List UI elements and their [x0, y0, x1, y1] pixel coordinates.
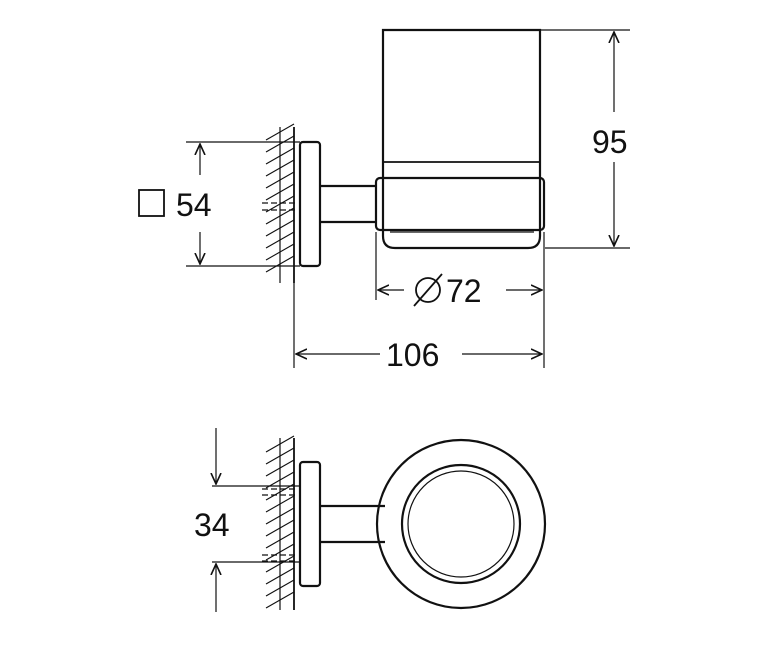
holder-arm-side: [320, 184, 376, 224]
glass-tumbler-side: [381, 28, 542, 250]
diameter-label: 72: [446, 273, 482, 309]
offset-label: 34: [194, 507, 230, 543]
hatch-stroke: [265, 531, 295, 549]
diameter-dimension: 72: [375, 232, 545, 309]
hatch-stroke: [265, 471, 295, 489]
plate-size-dimension: 54: [138, 141, 300, 267]
hatch-stroke: [265, 591, 295, 609]
hatch-stroke: [265, 579, 295, 597]
hatch-stroke: [265, 543, 295, 561]
hatch-stroke: [265, 231, 295, 249]
hatch-stroke: [265, 459, 295, 477]
hatch-stroke: [265, 147, 295, 165]
height-label: 95: [592, 124, 628, 160]
ring-holder-plan: [375, 438, 547, 610]
mounting-plate-side: [298, 140, 322, 268]
wall-hatching-bottom: [265, 435, 295, 610]
hatch-stroke: [265, 435, 295, 453]
hatch-stroke: [265, 123, 295, 141]
hatch-stroke: [265, 483, 295, 501]
hatch-stroke: [265, 567, 295, 585]
hatch-stroke: [265, 555, 295, 573]
plan-view: 34: [194, 428, 547, 612]
hatch-stroke: [265, 447, 295, 465]
hatch-stroke: [265, 135, 295, 153]
hatch-stroke: [265, 507, 295, 525]
depth-dimension: 106: [293, 283, 545, 373]
hatch-stroke: [265, 183, 295, 201]
diameter-icon: [413, 273, 443, 307]
depth-label: 106: [386, 337, 439, 373]
hatch-stroke: [265, 207, 295, 225]
holder-arm-plan: [320, 504, 385, 544]
height-dimension: 95: [541, 29, 630, 249]
hatch-stroke: [265, 255, 295, 273]
square-icon: [138, 189, 165, 217]
hatch-stroke: [265, 195, 295, 213]
wall-hatching-top: [265, 123, 295, 283]
hatch-stroke: [265, 171, 295, 189]
hatch-stroke: [265, 159, 295, 177]
hatch-stroke: [265, 219, 295, 237]
mounting-plate-plan: [298, 460, 322, 588]
offset-dimension: 34: [194, 428, 300, 612]
hatch-stroke: [265, 243, 295, 261]
plate-size-label: 54: [176, 187, 212, 223]
ring-holder-side: [374, 176, 546, 232]
hatch-stroke: [265, 495, 295, 513]
hatch-stroke: [265, 519, 295, 537]
side-elevation-view: 95 54 72 10: [138, 28, 630, 373]
